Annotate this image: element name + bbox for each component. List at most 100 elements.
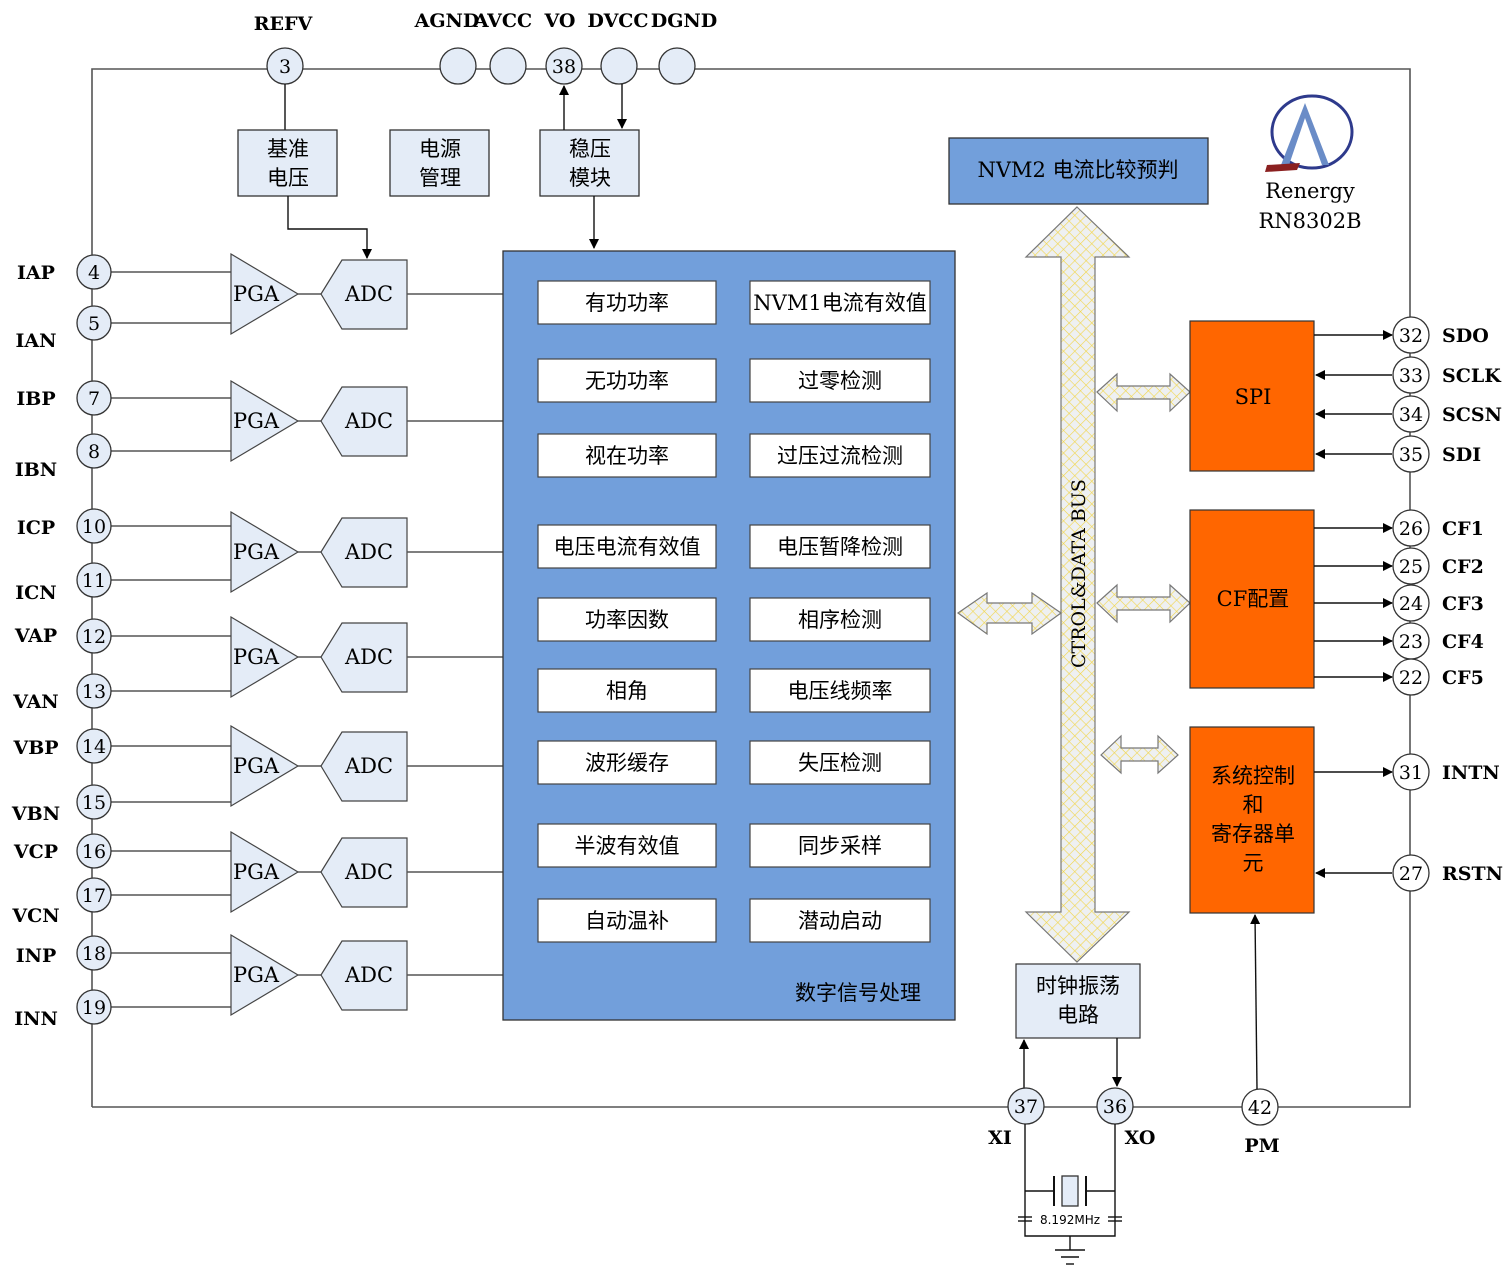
pin-circle-inn[interactable]: [76, 989, 112, 1025]
pin-num-right: 26: [1399, 518, 1423, 540]
pin-label-right: CF1: [1442, 518, 1484, 540]
pin-circle-right[interactable]: [1392, 435, 1430, 473]
dsp-function-box[interactable]: [537, 524, 717, 569]
pin-num-vcp: 16: [82, 841, 106, 863]
pin-num-van: 13: [82, 681, 106, 703]
pin-circle-right[interactable]: [1392, 356, 1430, 394]
pin-circle-vap[interactable]: [76, 618, 112, 654]
adc-label: ADC: [344, 409, 393, 433]
ref-voltage-block[interactable]: 基准 电压: [237, 84, 372, 259]
dsp-function-box[interactable]: [749, 358, 931, 403]
pin-num-right: 24: [1399, 593, 1423, 615]
pin-circle-vbn[interactable]: [76, 784, 112, 820]
pin-label-icp: ICP: [17, 517, 55, 539]
dsp-function-box[interactable]: [749, 668, 931, 713]
pin-circle-vo[interactable]: [545, 47, 583, 85]
pin-circle-agnd[interactable]: [439, 47, 477, 85]
pin-circle-ibn[interactable]: [76, 433, 112, 469]
system-control-block[interactable]: 系统控制 和 寄存器单 元: [1189, 726, 1315, 914]
pin-circle-pm[interactable]: [1241, 1088, 1279, 1126]
dsp-function-box[interactable]: [749, 524, 931, 569]
pin-circle-right[interactable]: [1392, 316, 1430, 354]
pin-num-icn: 11: [82, 570, 106, 592]
pin-label-van: VAN: [12, 691, 58, 713]
ref-voltage-line1: 基准: [267, 137, 309, 161]
pin-circle-right[interactable]: [1392, 658, 1430, 696]
pin-label-vbp: VBP: [12, 737, 58, 759]
pin-circle-ian[interactable]: [76, 305, 112, 341]
logo-lambda-icon: [1281, 103, 1329, 165]
clock-oscillator-block[interactable]: 时钟振荡 电路: [1015, 963, 1141, 1088]
dsp-function-box[interactable]: [537, 280, 717, 325]
pin-circle-avcc[interactable]: [489, 47, 527, 85]
dsp-function-box[interactable]: [537, 433, 717, 478]
pga-amplifier[interactable]: [230, 933, 300, 1017]
spi-block[interactable]: SPI: [1189, 320, 1315, 472]
pin-circle-inp[interactable]: [76, 935, 112, 971]
pin-circle-dgnd[interactable]: [658, 47, 696, 85]
pin-circle-right[interactable]: [1392, 547, 1430, 585]
dsp-function-right: 过压过流检测: [777, 444, 903, 468]
pin-label-vap: VAP: [14, 625, 57, 647]
pin-num-xi: 37: [1014, 1096, 1038, 1118]
dsp-bus-double-arrow-icon: [956, 591, 1063, 636]
dsp-function-box[interactable]: [537, 823, 717, 868]
dsp-function-box[interactable]: [537, 740, 717, 785]
pga-amplifier[interactable]: [230, 615, 300, 699]
power-management-block[interactable]: 电源 管理: [389, 129, 490, 197]
clock-line1: 时钟振荡: [1036, 974, 1120, 998]
nvm2-block[interactable]: NVM2 电流比较预判: [948, 137, 1209, 205]
pin-circle-ibp[interactable]: [76, 380, 112, 416]
dsp-function-left: 相角: [606, 679, 648, 703]
regulator-line2: 模块: [569, 166, 611, 190]
pga-amplifier[interactable]: [230, 724, 300, 808]
dsp-function-box[interactable]: [537, 898, 717, 943]
pin-label-dvcc: DVCC: [587, 10, 648, 32]
pin-label-dgnd: DGND: [651, 10, 718, 32]
spi-bus-double-arrow-icon: [1096, 372, 1191, 413]
pin-circle-xi[interactable]: [1007, 1087, 1045, 1125]
pin-circle-icp[interactable]: [76, 508, 112, 544]
crystal-circuit: 8.192MHz: [1018, 1124, 1122, 1265]
pin-circle-vbp[interactable]: [76, 728, 112, 764]
pin-circle-van[interactable]: [76, 673, 112, 709]
pga-amplifier[interactable]: [230, 379, 300, 463]
cf-config-block[interactable]: CF配置: [1189, 509, 1315, 689]
dsp-function-box[interactable]: [537, 668, 717, 713]
dsp-function-right: 电压线频率: [788, 679, 893, 703]
pin-circle-iap[interactable]: [76, 254, 112, 290]
dsp-function-box[interactable]: [749, 433, 931, 478]
pin-num-right: 35: [1399, 444, 1423, 466]
renergy-logo: Renergy RN8302B: [1258, 94, 1362, 233]
pga-amplifier[interactable]: [230, 510, 300, 594]
pin-circle-vcp[interactable]: [76, 833, 112, 869]
pin-circle-right[interactable]: [1392, 854, 1430, 892]
pin-circle-right[interactable]: [1392, 509, 1430, 547]
dsp-function-left: 自动温补: [585, 909, 669, 933]
dsp-function-box[interactable]: [749, 823, 931, 868]
dsp-function-box[interactable]: [749, 740, 931, 785]
pga-amplifier[interactable]: [230, 252, 300, 336]
pin-num-right: 34: [1399, 404, 1423, 426]
dsp-function-box[interactable]: [537, 358, 717, 403]
regulator-block[interactable]: 稳压 模块: [539, 84, 640, 249]
pga-amplifier[interactable]: [230, 830, 300, 914]
pin-num-ibn: 8: [88, 441, 100, 463]
pin-circle-dvcc[interactable]: [600, 47, 638, 85]
pin-label-avcc: AVCC: [473, 10, 532, 32]
dsp-function-box[interactable]: [537, 597, 717, 642]
sysctl-line3: 寄存器单: [1211, 822, 1295, 846]
pin-circle-vcn[interactable]: [76, 877, 112, 913]
dsp-function-box[interactable]: [749, 280, 931, 325]
dsp-function-left: 电压电流有效值: [554, 535, 701, 559]
pin-label-right: CF3: [1442, 593, 1484, 615]
pin-label-right: CF4: [1442, 631, 1484, 653]
pin-circle-right[interactable]: [1392, 584, 1430, 622]
dsp-function-box[interactable]: [749, 597, 931, 642]
pin-circle-right[interactable]: [1392, 395, 1430, 433]
pin-circle-right[interactable]: [1392, 753, 1430, 791]
dsp-function-box[interactable]: [749, 898, 931, 943]
pin-circle-icn[interactable]: [76, 562, 112, 598]
